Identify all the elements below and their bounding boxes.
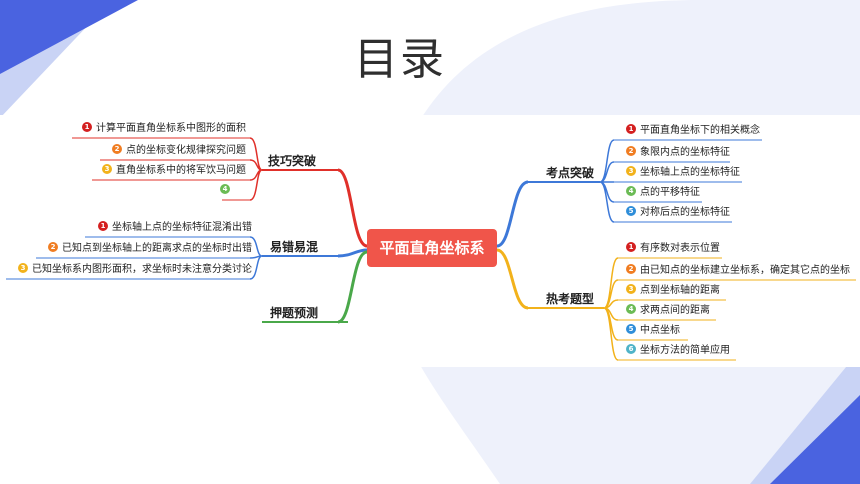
leaf-exam-4-text: 点的平移特征	[640, 187, 700, 198]
leaf-hot-4: 4 求两点间的距离	[626, 302, 710, 320]
leaf-hot-2-text: 由已知点的坐标建立坐标系，确定其它点的坐标	[640, 265, 850, 276]
connector-hot	[496, 248, 529, 310]
branch-error-label: 易错易混	[270, 240, 319, 254]
leaf-exam-3-text: 坐标轴上点的坐标特征	[640, 167, 740, 178]
leaf-exam-5: 5 对称后点的坐标特征	[626, 204, 730, 222]
mindmap-root-node: 平面直角坐标系	[367, 229, 497, 267]
leaf-hot-1: 1 有序数对表示位置	[626, 240, 720, 258]
deco-triangle-blue-bottom-right	[770, 395, 860, 484]
leaf-skill-1-text: 计算平面直角坐标系中图形的面积	[96, 123, 246, 134]
leaf-error-2: 2 已知点到坐标轴上的距离求点的坐标时出错	[48, 240, 252, 258]
branch-skill-label: 技巧突破	[268, 154, 317, 168]
number-badge-5: 5	[626, 324, 636, 334]
bracket-error	[249, 236, 263, 280]
number-badge-4: 4	[626, 304, 636, 314]
leaf-skill-1: 1 计算平面直角坐标系中图形的面积	[82, 120, 246, 138]
number-badge-3: 3	[102, 164, 112, 174]
page-title: 目录	[354, 34, 446, 85]
leaf-error-1: 1 坐标轴上点的坐标特征混淆出错	[98, 219, 252, 237]
leaf-skill-3: 3 直角坐标系中的将军饮马问题	[102, 162, 246, 180]
leaf-exam-5-text: 对称后点的坐标特征	[640, 207, 730, 218]
leaf-error-2-text: 已知点到坐标轴上的距离求点的坐标时出错	[62, 243, 252, 254]
number-badge-5: 5	[626, 206, 636, 216]
deco-arc-top-right	[420, 0, 860, 120]
number-badge-4: 4	[626, 186, 636, 196]
deco-triangle-blue-top-left	[0, 0, 138, 74]
number-badge-3: 3	[18, 263, 28, 273]
bracket-hot	[603, 257, 619, 361]
number-badge-1: 1	[82, 122, 92, 132]
number-badge-2: 2	[626, 264, 636, 274]
number-badge-1: 1	[626, 242, 636, 252]
leaf-skill-4: 4	[220, 182, 234, 200]
leaf-exam-1: 1 平面直角坐标下的相关概念	[626, 122, 760, 140]
leaf-exam-1-text: 平面直角坐标下的相关概念	[640, 125, 760, 136]
leaf-hot-2: 2 由已知点的坐标建立坐标系，确定其它点的坐标	[626, 262, 850, 280]
leaf-skill-3-text: 直角坐标系中的将军饮马问题	[116, 165, 246, 176]
leaf-exam-4: 4 点的平移特征	[626, 184, 700, 202]
leaf-exam-2: 2 象限内点的坐标特征	[626, 144, 730, 162]
leaf-error-3-text: 已知坐标系内图形面积，求坐标时未注意分类讨论	[32, 264, 252, 275]
leaf-error-3: 3 已知坐标系内图形面积，求坐标时未注意分类讨论	[18, 261, 252, 279]
branch-hot-label: 热考题型	[546, 292, 595, 306]
leaf-exam-3: 3 坐标轴上点的坐标特征	[626, 164, 740, 182]
leaf-hot-3-text: 点到坐标轴的距离	[640, 285, 720, 296]
connector-exam	[496, 180, 529, 248]
leaf-hot-3: 3 点到坐标轴的距离	[626, 282, 720, 300]
leaf-hot-5-text: 中点坐标	[640, 325, 680, 336]
leaf-hot-1-text: 有序数对表示位置	[640, 243, 720, 254]
bracket-exam	[599, 139, 615, 223]
leaf-hot-5: 5 中点坐标	[626, 322, 680, 340]
number-badge-2: 2	[48, 242, 58, 252]
number-badge-6: 6	[626, 344, 636, 354]
number-badge-4: 4	[220, 184, 230, 194]
leaf-hot-4-text: 求两点间的距离	[640, 305, 710, 316]
branch-exam-label: 考点突破	[546, 166, 595, 180]
number-badge-3: 3	[626, 284, 636, 294]
number-badge-2: 2	[112, 144, 122, 154]
leaf-skill-2: 2 点的坐标变化规律探究问题	[112, 142, 246, 160]
leaf-hot-6: 6 坐标方法的简单应用	[626, 342, 730, 360]
connector-predict	[337, 250, 368, 324]
deco-arc-bottom	[420, 365, 860, 484]
number-badge-1: 1	[626, 124, 636, 134]
number-badge-1: 1	[98, 221, 108, 231]
number-badge-2: 2	[626, 146, 636, 156]
number-badge-3: 3	[626, 166, 636, 176]
connector-skill	[337, 168, 368, 248]
leaf-error-1-text: 坐标轴上点的坐标特征混淆出错	[112, 222, 252, 233]
bracket-skill	[249, 137, 263, 201]
leaf-hot-6-text: 坐标方法的简单应用	[640, 345, 730, 356]
connector-error	[337, 248, 368, 258]
leaf-exam-2-text: 象限内点的坐标特征	[640, 147, 730, 158]
leaf-skill-2-text: 点的坐标变化规律探究问题	[126, 145, 246, 156]
branch-predict-label: 押题预测	[270, 306, 319, 320]
